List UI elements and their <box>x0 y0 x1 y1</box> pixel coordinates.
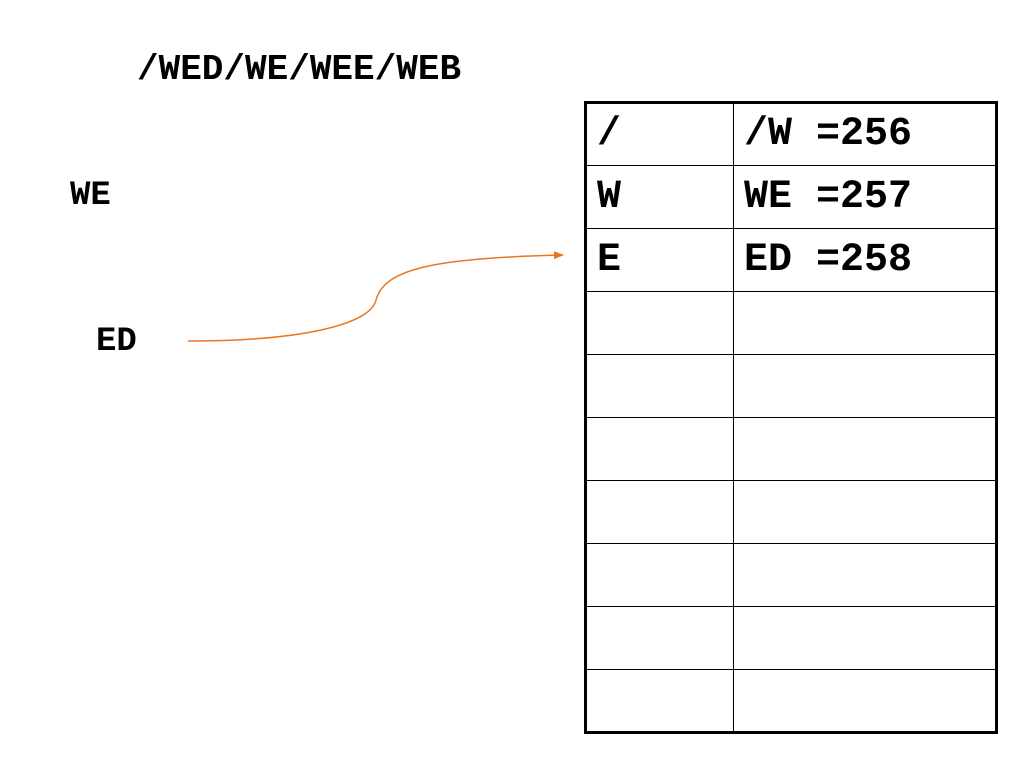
dictionary-row <box>585 480 997 544</box>
dictionary-value-cell <box>733 480 997 544</box>
dictionary-row <box>585 291 997 355</box>
dictionary-value-cell <box>733 543 997 607</box>
dictionary-key-cell: / <box>585 102 734 166</box>
dictionary-value-cell <box>733 669 997 733</box>
arrow-curve <box>187 251 564 342</box>
input-string: /WED/WE/WEE/WEB <box>137 49 462 90</box>
dictionary-key-cell <box>585 480 734 544</box>
dictionary-key-cell <box>585 669 734 733</box>
dictionary-row: //W =256 <box>585 102 997 166</box>
dictionary-value-cell <box>733 417 997 481</box>
dictionary-row <box>585 606 997 670</box>
dictionary-row <box>585 669 997 733</box>
next-string-label: ED <box>96 323 137 361</box>
dictionary-key-cell <box>585 543 734 607</box>
dictionary-key-cell: W <box>585 165 734 229</box>
dictionary-key-cell <box>585 606 734 670</box>
dictionary-value-cell: ED =258 <box>733 228 997 292</box>
dictionary-key-cell: E <box>585 228 734 292</box>
dictionary-value-cell: WE =257 <box>733 165 997 229</box>
dictionary-row <box>585 543 997 607</box>
dictionary-row <box>585 417 997 481</box>
current-string-label: WE <box>70 177 111 215</box>
dictionary-value-cell <box>733 606 997 670</box>
dictionary-key-cell <box>585 354 734 418</box>
dictionary-key-cell <box>585 417 734 481</box>
dictionary-value-cell <box>733 354 997 418</box>
dictionary-key-cell <box>585 291 734 355</box>
dictionary-value-cell: /W =256 <box>733 102 997 166</box>
dictionary-value-cell <box>733 291 997 355</box>
dictionary-row <box>585 354 997 418</box>
